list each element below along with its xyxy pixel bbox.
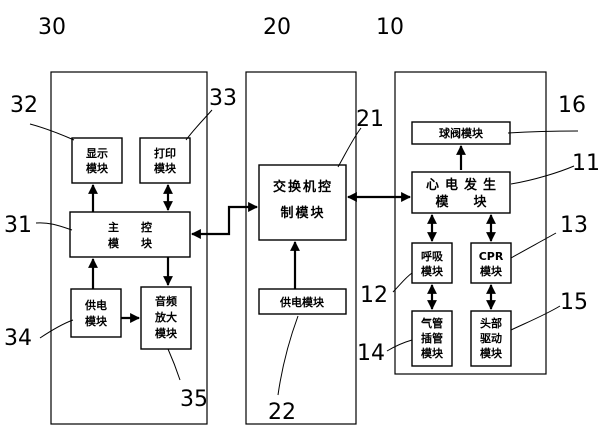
head-drive-label-1: 头部: [480, 316, 502, 330]
display-module-label-2: 模块: [86, 161, 109, 175]
leader-14: [386, 339, 413, 352]
leader-35: [167, 348, 181, 381]
trachea-label-2: 插管: [421, 331, 443, 345]
audio-amp-module: [140, 286, 192, 350]
heart-gen-label-2: 模 块: [435, 194, 492, 210]
print-module: [139, 137, 191, 184]
panel-20: [245, 71, 357, 425]
power-left-label-2: 模块: [85, 314, 108, 328]
switch-control-label-1: 交换机控: [273, 179, 333, 195]
ref-12: 12: [360, 283, 388, 308]
switch-control-module: [258, 164, 347, 241]
ref-10: 10: [376, 15, 404, 40]
leader-34: [39, 319, 74, 339]
main-control-module: [69, 211, 191, 258]
print-module-label-1: 打印: [154, 146, 176, 160]
breathing-label-1: 呼吸: [421, 249, 444, 263]
audio-amp-label-1: 音频: [155, 294, 177, 308]
power-left-label-1: 供电: [84, 298, 107, 312]
leader-33: [185, 109, 213, 141]
breathing-module: [411, 242, 453, 284]
leader-15: [510, 305, 561, 331]
trachea-label-3: 模块: [421, 346, 444, 360]
ref-31: 31: [4, 213, 32, 238]
display-module: [71, 137, 123, 184]
power-module-left: [70, 288, 122, 338]
main-switch-link: [191, 202, 258, 239]
ref-14: 14: [357, 341, 385, 366]
main-control-label-2: 模 块: [108, 236, 153, 250]
audio-amp-label-3: 模块: [155, 326, 178, 340]
ball-valve-label: 球阀模块: [439, 126, 484, 140]
leader-16: [507, 130, 579, 134]
heart-gen-module: [411, 171, 511, 214]
ref-13: 13: [560, 213, 588, 238]
ref-32: 32: [10, 93, 38, 118]
head-drive-label-3: 模块: [480, 346, 503, 360]
head-drive-module: [470, 310, 512, 367]
ref-15: 15: [560, 290, 588, 315]
trachea-label-1: 气管: [420, 316, 443, 330]
print-module-label-2: 模块: [154, 161, 177, 175]
leader-12: [392, 272, 413, 293]
cpr-module: [470, 242, 512, 284]
ref-35: 35: [180, 387, 208, 412]
cpr-label-2: 模块: [480, 264, 503, 278]
leader-31: [35, 222, 73, 231]
power-module-mid: [258, 288, 347, 315]
leader-32: [29, 123, 75, 141]
ref-21: 21: [356, 107, 384, 132]
heart-gen-label-1: 心电发生: [426, 177, 502, 193]
head-drive-label-2: 驱动: [480, 331, 502, 345]
cpr-label-1: CPR: [479, 250, 504, 263]
ref-11: 11: [572, 151, 600, 176]
ref-16: 16: [558, 93, 586, 118]
leader-13: [510, 232, 557, 259]
ref-30: 30: [38, 15, 66, 40]
leader-11: [510, 165, 575, 185]
ref-20: 20: [263, 15, 291, 40]
ref-34: 34: [4, 326, 32, 351]
ref-33: 33: [209, 86, 237, 111]
audio-amp-label-2: 放大: [154, 310, 177, 324]
breathing-label-2: 模块: [421, 264, 444, 278]
leader-22: [277, 315, 299, 396]
switch-control-label-2: 制模块: [280, 205, 325, 221]
trachea-module: [411, 310, 453, 367]
ref-22: 22: [268, 400, 296, 425]
leader-21: [337, 127, 362, 168]
main-control-label-1: 主 控: [108, 220, 152, 234]
power-mid-label: 供电模块: [279, 295, 325, 309]
display-module-label-1: 显示: [86, 147, 108, 160]
